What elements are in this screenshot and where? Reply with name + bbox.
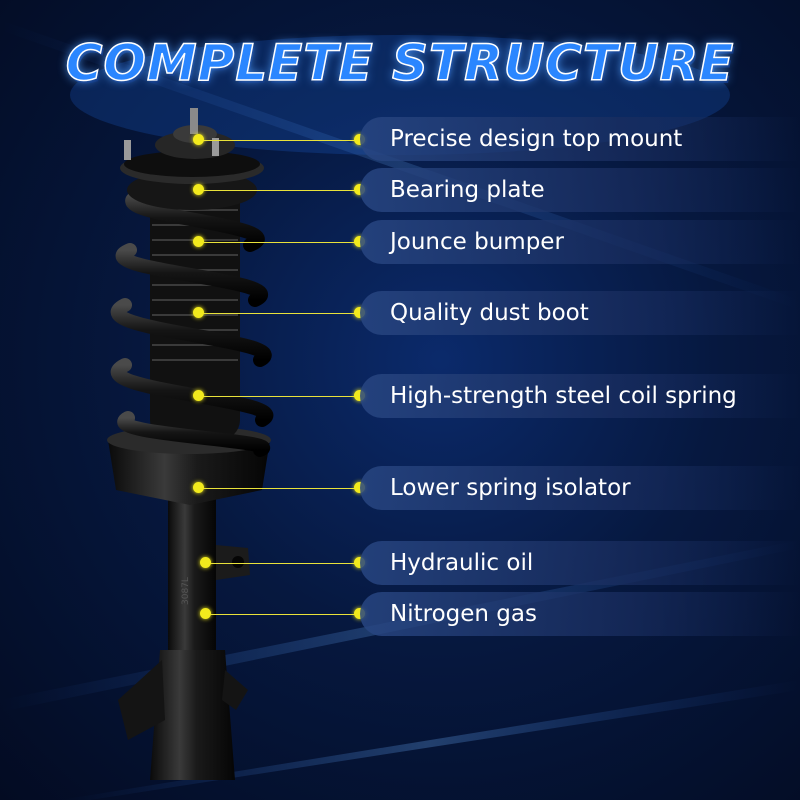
leader-line bbox=[198, 313, 358, 314]
marker-dot bbox=[354, 557, 365, 568]
label-pill bbox=[360, 117, 800, 161]
marker-dot bbox=[200, 557, 211, 568]
callout-label: High-strength steel coil spring bbox=[390, 383, 737, 409]
marker-dot bbox=[193, 307, 204, 318]
marker-dot bbox=[193, 482, 204, 493]
marker-dot bbox=[354, 390, 365, 401]
callout-label: Precise design top mount bbox=[390, 126, 683, 152]
part-marking: 3087L bbox=[181, 577, 191, 605]
label-pill bbox=[360, 374, 800, 418]
label-pill bbox=[360, 220, 800, 264]
leader-line bbox=[198, 396, 358, 397]
leader-line bbox=[198, 242, 358, 243]
leader-line bbox=[198, 190, 358, 191]
leader-line bbox=[198, 488, 358, 489]
marker-dot bbox=[354, 482, 365, 493]
label-pill bbox=[360, 291, 800, 335]
label-pill bbox=[360, 168, 800, 212]
marker-dot bbox=[354, 307, 365, 318]
marker-dot bbox=[193, 390, 204, 401]
label-pill bbox=[360, 466, 800, 510]
leader-line bbox=[198, 140, 358, 141]
callout-label: Jounce bumper bbox=[390, 229, 564, 255]
label-pill bbox=[360, 541, 800, 585]
marker-dot bbox=[354, 184, 365, 195]
callout-label: Nitrogen gas bbox=[390, 601, 537, 627]
label-pill bbox=[360, 592, 800, 636]
page-title: COMPLETE STRUCTURE bbox=[65, 33, 735, 93]
callout-label: Hydraulic oil bbox=[390, 550, 534, 576]
marker-dot bbox=[193, 236, 204, 247]
marker-dot bbox=[193, 184, 204, 195]
marker-dot bbox=[354, 608, 365, 619]
callout-label: Quality dust boot bbox=[390, 300, 589, 326]
marker-dot bbox=[354, 134, 365, 145]
marker-dot bbox=[354, 236, 365, 247]
callout-label: Bearing plate bbox=[390, 177, 545, 203]
strut-assembly-image: 3087L bbox=[107, 108, 273, 780]
callout-label: Lower spring isolator bbox=[390, 475, 631, 501]
leader-line bbox=[205, 563, 358, 564]
marker-dot bbox=[193, 134, 204, 145]
marker-dot bbox=[200, 608, 211, 619]
leader-line bbox=[205, 614, 358, 615]
